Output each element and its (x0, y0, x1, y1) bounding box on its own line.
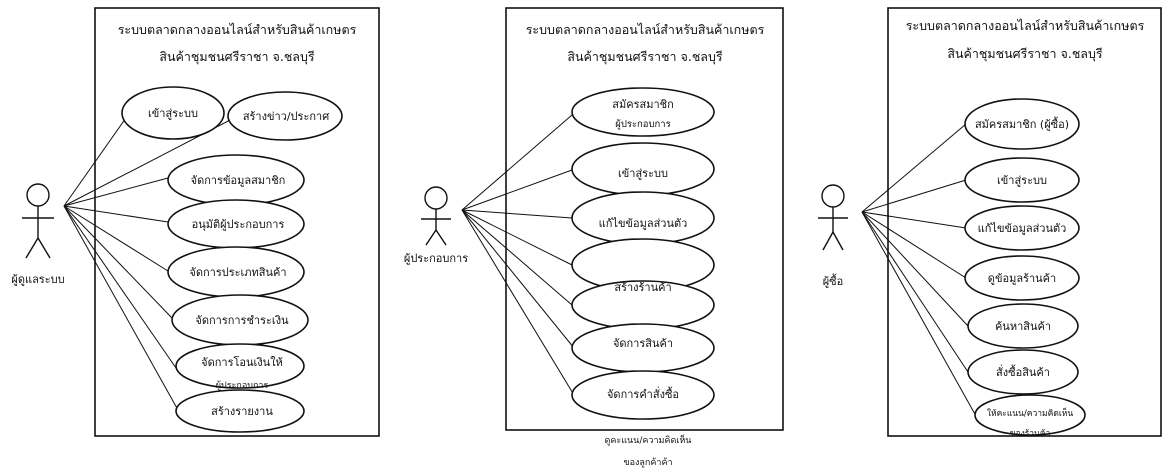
actor-label: ผู้ซื้อ (823, 273, 844, 288)
use-case-2: สร้างข่าว/ประกาศ (227, 91, 343, 141)
actor-label: ผู้ประกอบการ (404, 252, 468, 265)
use-case-7: จัดการโอนเงินให้ ผู้ประกอบการ (175, 343, 305, 391)
use-case-3: แก้ไขข้อมูลส่วนตัว (571, 191, 715, 245)
system-title-line1: ระบบตลาดกลางออนไลน์สำหรับสินค้าเกษตร (526, 22, 765, 37)
system-title-line1: ระบบตลาดกลางออนไลน์สำหรับสินค้าเกษตร (118, 22, 357, 37)
use-case-7: ให้คะแนน/ความคิดเห็น ของร้านค้า (974, 394, 1086, 439)
system-title-line2: สินค้าชุมชนศรีราชา จ.ชลบุรี (159, 49, 315, 65)
use-case-label-line2: ผู้ประกอบการ (615, 119, 670, 130)
use-case-1: สมัครสมาชิก ผู้ประกอบการ (571, 87, 715, 137)
use-case-8: สร้างรายงาน (175, 389, 305, 433)
use-case-label: เข้าสู่ระบบ (618, 167, 668, 180)
system-title-line1: ระบบตลาดกลางออนไลน์สำหรับสินค้าเกษตร (906, 18, 1145, 33)
use-case-4: ดูข้อมูลร้านค้า (964, 255, 1080, 301)
use-case-6: จัดการการชำระเงิน (171, 294, 309, 346)
use-case-label: ค้นหาสินค้า (995, 320, 1051, 333)
use-case-label: อนุมัติผู้ประกอบการ (192, 218, 285, 231)
use-case-5: สร้างร้านค้า (571, 280, 715, 330)
use-case-label: แก้ไขข้อมูลส่วนตัว (599, 217, 688, 230)
association-lines-entrepreneur (461, 114, 575, 396)
use-case-label: จัดการสินค้า (613, 337, 673, 350)
system-title-line2: สินค้าชุมชนศรีราชา จ.ชลบุรี (947, 46, 1103, 62)
use-case-4: อนุมัติผู้ประกอบการ (167, 199, 305, 249)
use-case-5: จัดการประเภทสินค้า (167, 246, 305, 298)
diagram-buyer: ระบบตลาดกลางออนไลน์สำหรับสินค้าเกษตร สิน… (818, 7, 1162, 439)
use-case-label: จัดการการชำระเงิน (195, 314, 289, 327)
use-case-label-line2: ผู้ประกอบการ (216, 380, 269, 391)
use-case-label: จัดการประเภทสินค้า (189, 266, 286, 279)
use-case-label: สมัครสมาชิก (612, 98, 674, 111)
use-case-2: เข้าสู่ระบบ (964, 157, 1080, 203)
caption-below-box: ดูคะแนน/ความคิดเห็น ของลูกค้าค้า (605, 433, 692, 468)
system-title-line2: สินค้าชุมชนศรีราชา จ.ชลบุรี (567, 49, 723, 65)
caption-line2: ของลูกค้าค้า (623, 457, 672, 468)
use-case-6: สั่งซื้อสินค้า (967, 349, 1079, 395)
use-case-label: เข้าสู่ระบบ (997, 174, 1047, 187)
use-case-1: สมัครสมาชิก (ผู้ซื้อ) (964, 98, 1080, 150)
use-case-5: ค้นหาสินค้า (967, 303, 1079, 349)
use-case-label: สร้างร้านค้า (614, 281, 671, 294)
use-case-label: สร้างรายงาน (211, 405, 273, 418)
use-case-label: จัดการคำสั่งซื้อ (607, 386, 679, 401)
use-case-3: แก้ไขข้อมูลส่วนตัว (964, 205, 1080, 251)
actor-label: ผู้ดูแลระบบ (11, 273, 64, 286)
use-case-label: สร้างข่าว/ประกาศ (243, 110, 329, 123)
actor-entrepreneur: ผู้ประกอบการ (404, 186, 468, 265)
use-case-1: เข้าสู่ระบบ (121, 86, 225, 140)
use-case-label: จัดการโอนเงินให้ (201, 355, 283, 369)
association-lines-buyer (861, 123, 977, 417)
use-case-label: เข้าสู่ระบบ (148, 107, 198, 120)
use-case-2: เข้าสู่ระบบ (571, 142, 715, 196)
diagram-entrepreneur: ระบบตลาดกลางออนไลน์สำหรับสินค้าเกษตร สิน… (404, 7, 784, 468)
use-case-label: แก้ไขข้อมูลส่วนตัว (978, 222, 1067, 235)
actor-admin: ผู้ดูแลระบบ (11, 183, 65, 286)
use-case-3: จัดการข้อมูลสมาชิก (167, 154, 305, 206)
use-case-6: จัดการสินค้า (571, 323, 715, 373)
diagram-admin: ระบบตลาดกลางออนไลน์สำหรับสินค้าเกษตร สิน… (11, 7, 380, 437)
actor-buyer: ผู้ซื้อ (818, 184, 848, 288)
caption-line1: ดูคะแนน/ความคิดเห็น (605, 433, 692, 446)
use-case-label: สั่งซื้อสินค้า (996, 364, 1050, 379)
use-case-label: ดูข้อมูลร้านค้า (988, 272, 1056, 285)
use-case-label: จัดการข้อมูลสมาชิก (191, 174, 286, 187)
use-case-label-line2: ของร้านค้า (1010, 428, 1051, 439)
use-case-7: จัดการคำสั่งซื้อ (571, 370, 715, 420)
use-case-label: สมัครสมาชิก (ผู้ซื้อ) (975, 116, 1069, 131)
use-case-label: ให้คะแนน/ความคิดเห็น (987, 407, 1074, 419)
